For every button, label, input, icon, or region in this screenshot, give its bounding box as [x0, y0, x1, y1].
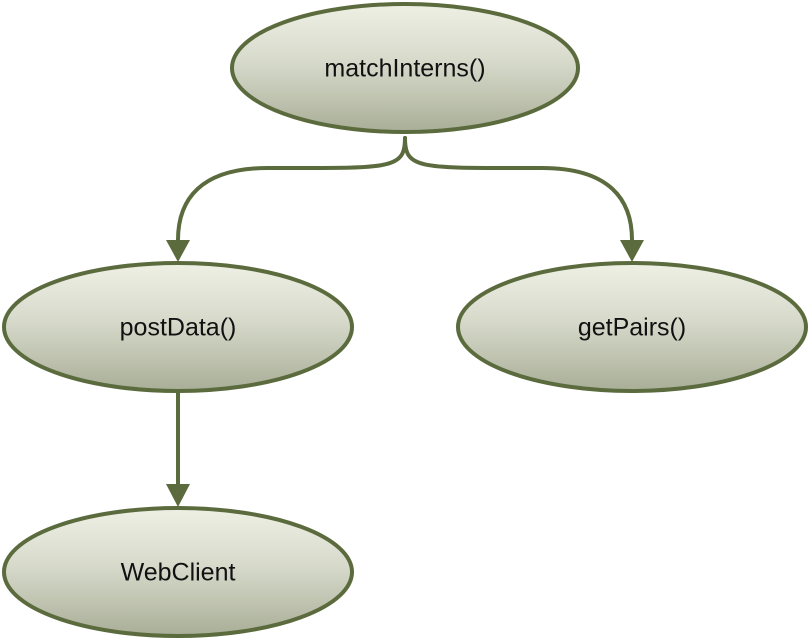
node-label-postdata: postData() [120, 314, 237, 342]
edge-matchinterns-to-getpairs [403, 136, 634, 242]
node-getpairs: getPairs() [456, 261, 808, 393]
node-matchinterns: matchInterns() [230, 2, 580, 134]
node-label-getpairs: getPairs() [578, 314, 686, 342]
node-label-webclient: WebClient [121, 559, 236, 587]
node-label-matchinterns: matchInterns() [324, 55, 485, 83]
node-webclient: WebClient [2, 506, 354, 638]
node-postdata: postData() [2, 261, 354, 393]
arrowhead-postdata [166, 240, 190, 262]
arrowhead-getpairs [620, 240, 644, 262]
arrowhead-webclient [166, 484, 190, 507]
edge-matchinterns-to-postdata [176, 136, 407, 242]
